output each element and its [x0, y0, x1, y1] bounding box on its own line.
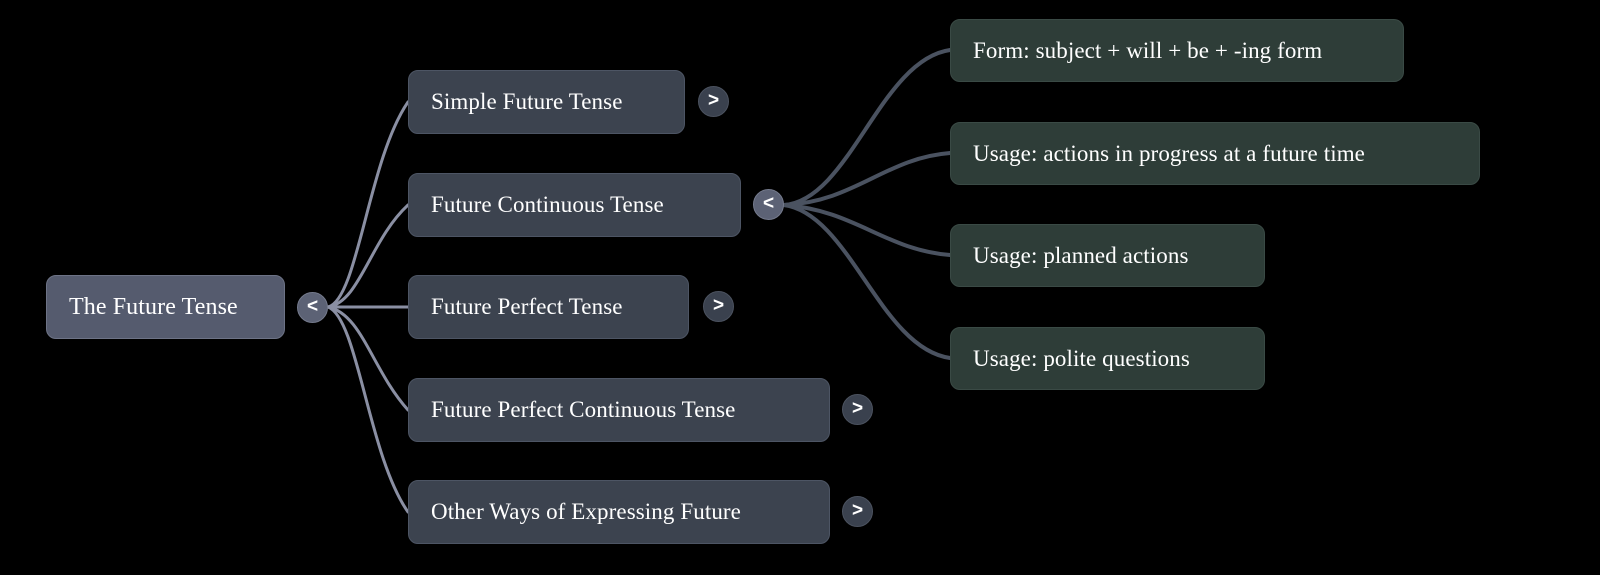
- node-branch-simple-future[interactable]: Simple Future Tense: [408, 70, 685, 134]
- edge-root-to-branch-1: [326, 203, 410, 309]
- node-branch-label: Simple Future Tense: [431, 89, 623, 114]
- edge-root-to-branch-3: [326, 305, 410, 412]
- chevron-right-icon: >: [712, 295, 725, 316]
- node-leaf-usage-polite[interactable]: Usage: polite questions: [950, 327, 1265, 390]
- node-leaf-label: Usage: polite questions: [973, 345, 1190, 371]
- node-leaf-label: Usage: actions in progress at a future t…: [973, 140, 1365, 166]
- edge-root-to-branch-4: [326, 305, 410, 514]
- chevron-right-icon: >: [851, 500, 864, 521]
- node-leaf-label: Form: subject + will + be + -ing form: [973, 37, 1323, 63]
- node-branch-label: Future Perfect Tense: [431, 294, 623, 319]
- node-branch-label: Other Ways of Expressing Future: [431, 499, 741, 524]
- toggle-branch-future-perfect[interactable]: >: [703, 291, 734, 322]
- chevron-right-icon: >: [851, 398, 864, 419]
- node-root[interactable]: The Future Tense: [46, 275, 285, 339]
- edge-branch-to-leaf-0: [782, 48, 952, 207]
- node-root-label: The Future Tense: [69, 293, 238, 320]
- toggle-branch-simple-future[interactable]: >: [698, 86, 729, 117]
- node-leaf-usage-progress[interactable]: Usage: actions in progress at a future t…: [950, 122, 1480, 185]
- toggle-root[interactable]: <: [297, 292, 328, 323]
- node-branch-other-ways[interactable]: Other Ways of Expressing Future: [408, 480, 830, 544]
- node-branch-future-perfect[interactable]: Future Perfect Tense: [408, 275, 689, 339]
- node-branch-label: Future Perfect Continuous Tense: [431, 397, 736, 422]
- node-leaf-form[interactable]: Form: subject + will + be + -ing form: [950, 19, 1404, 82]
- chevron-left-icon: <: [306, 296, 319, 317]
- toggle-branch-future-continuous[interactable]: <: [753, 189, 784, 220]
- chevron-left-icon: <: [762, 193, 775, 214]
- node-leaf-usage-planned[interactable]: Usage: planned actions: [950, 224, 1265, 287]
- edge-branch-to-leaf-2: [782, 203, 952, 257]
- edge-root-to-branch-0: [326, 100, 410, 309]
- node-leaf-label: Usage: planned actions: [973, 242, 1189, 268]
- node-branch-future-perfect-continuous[interactable]: Future Perfect Continuous Tense: [408, 378, 830, 442]
- edge-branch-to-leaf-3: [782, 203, 952, 360]
- chevron-right-icon: >: [707, 90, 720, 111]
- node-branch-future-continuous[interactable]: Future Continuous Tense: [408, 173, 741, 237]
- node-branch-label: Future Continuous Tense: [431, 192, 664, 217]
- toggle-branch-other-ways[interactable]: >: [842, 496, 873, 527]
- edge-branch-to-leaf-1: [782, 151, 952, 207]
- toggle-branch-future-perfect-continuous[interactable]: >: [842, 394, 873, 425]
